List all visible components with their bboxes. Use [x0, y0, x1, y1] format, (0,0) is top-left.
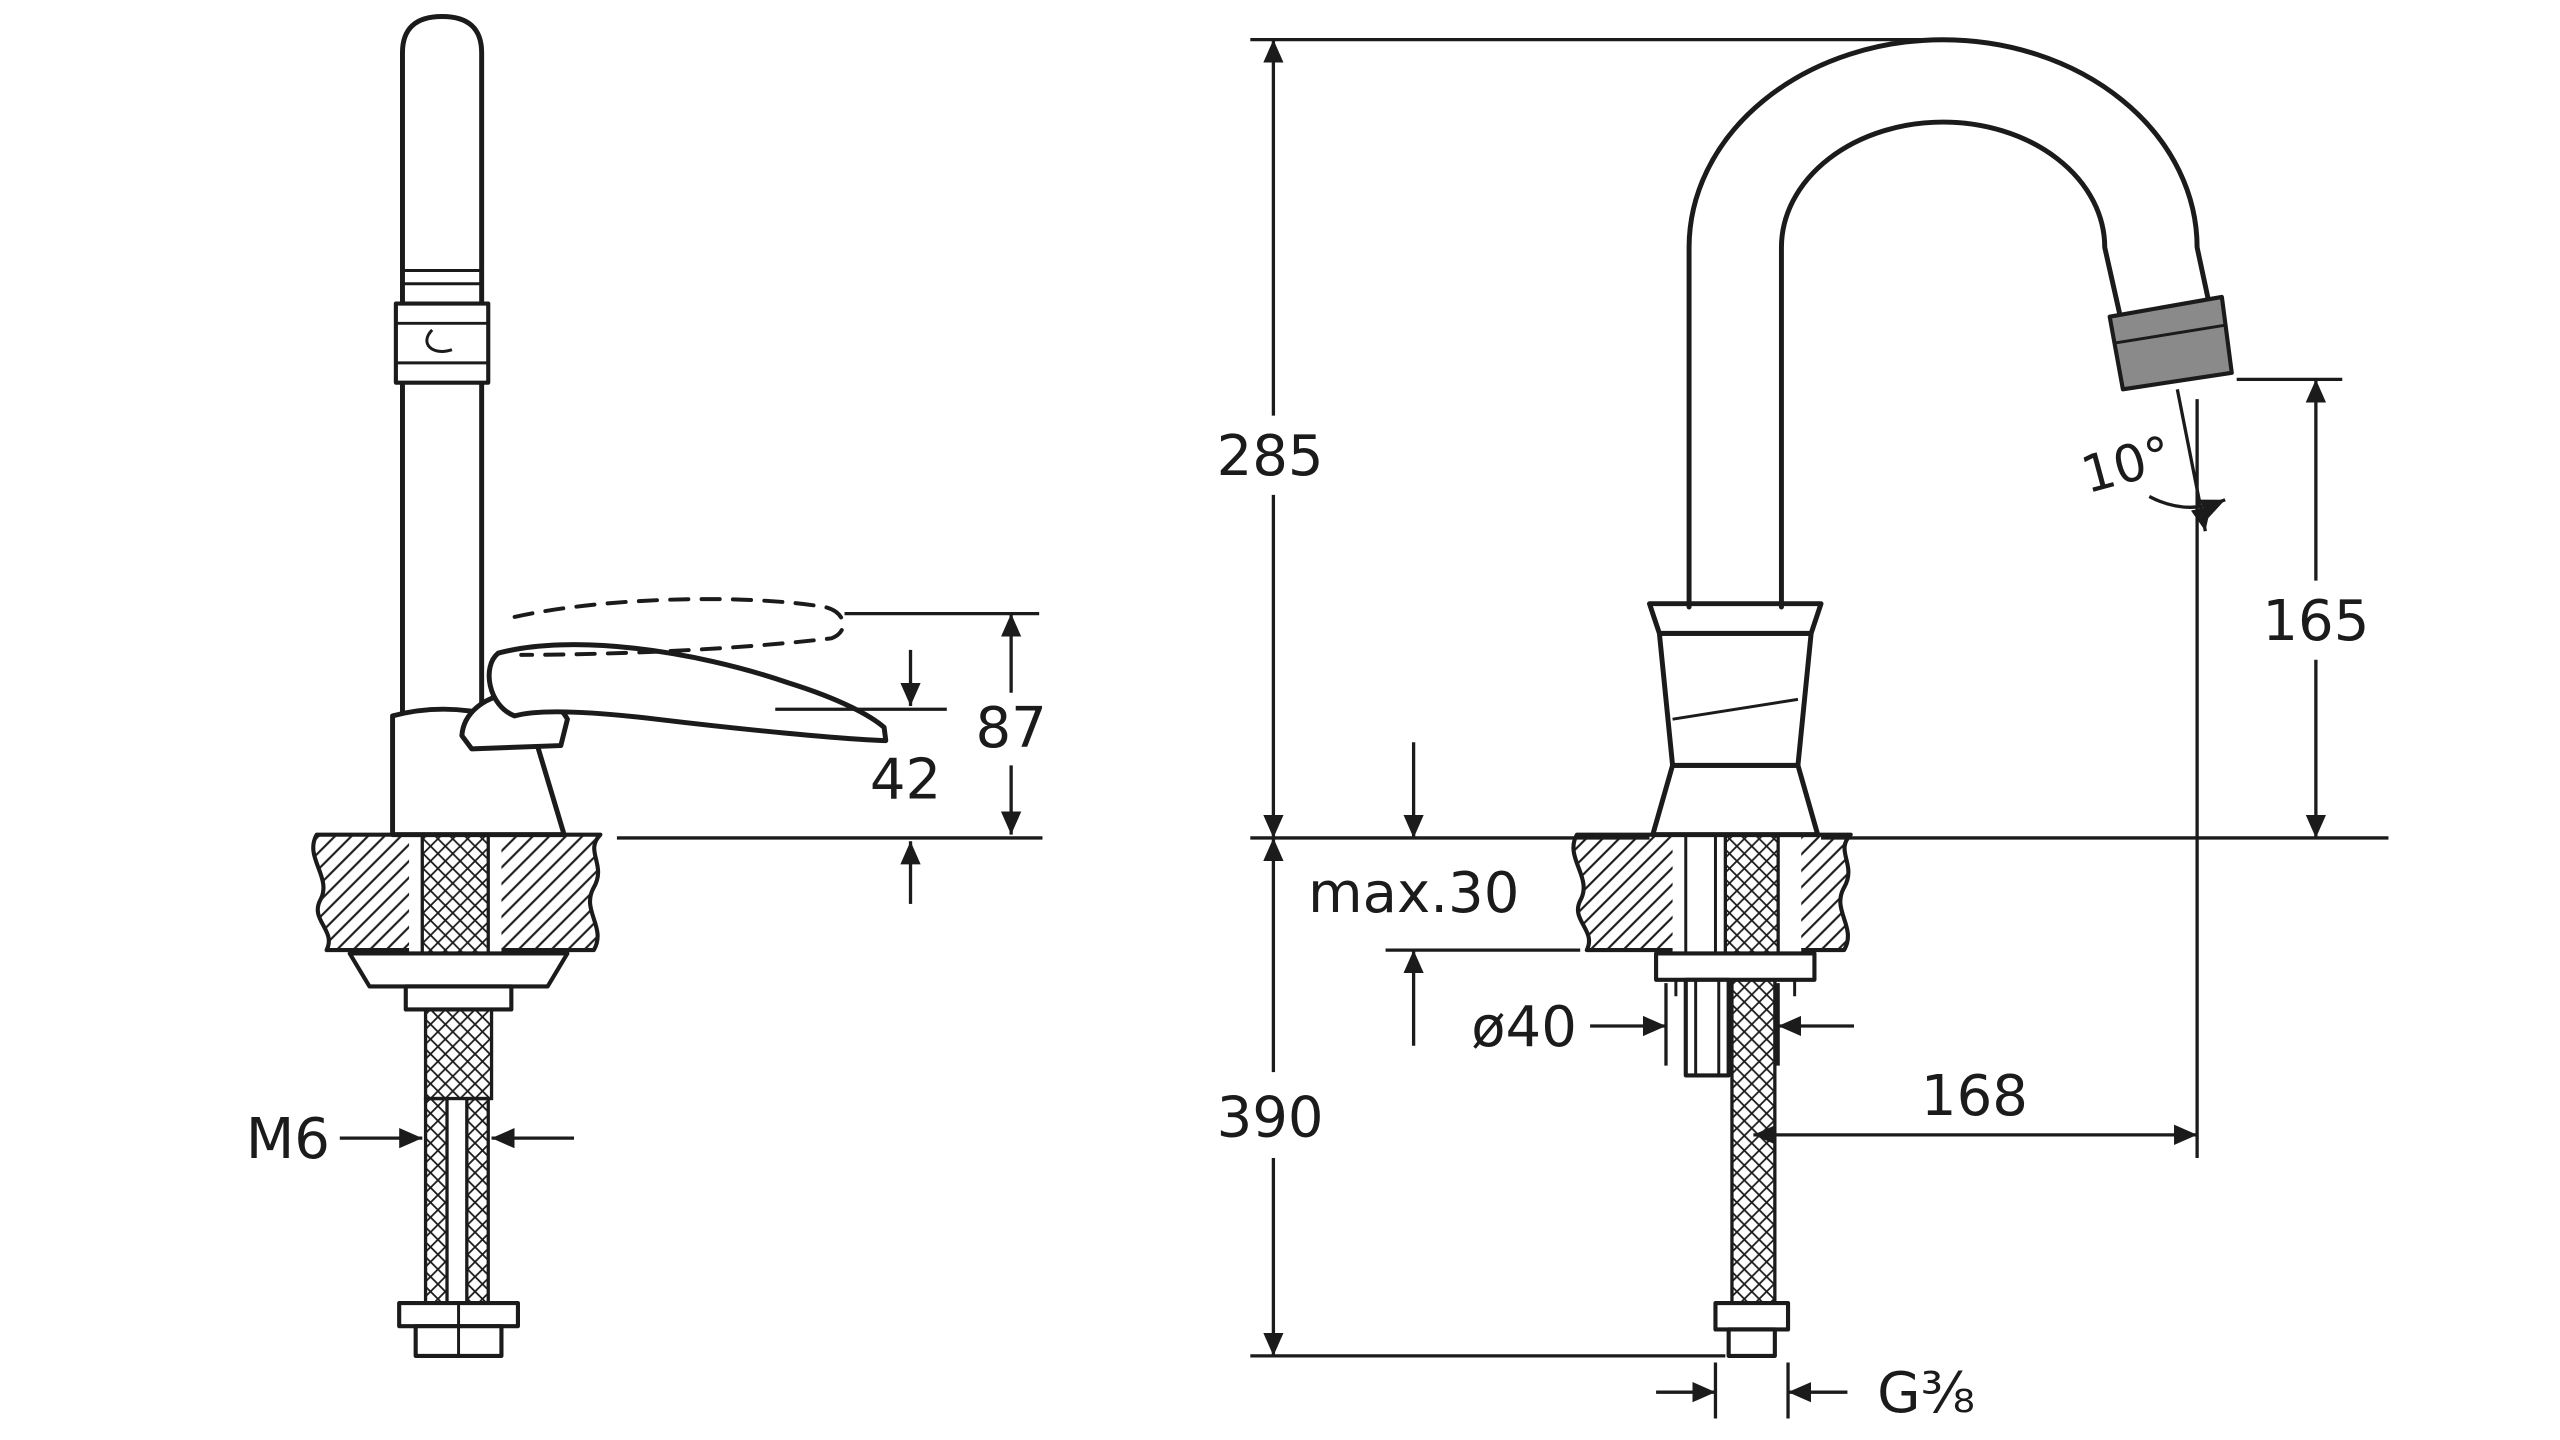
right-faucet-spout: 10° [1686, 37, 2234, 610]
right-flange-tabs [1674, 979, 1797, 997]
left-threaded-shank [420, 828, 490, 957]
left-spout-outline [400, 14, 485, 722]
left-handle-lever [486, 642, 889, 744]
right-body-base [1650, 762, 1821, 838]
flow-direction-line [2175, 388, 2211, 532]
right-dimensions: 285 390 165 max.30 ø40 168 G⅜ [1217, 37, 2389, 1426]
left-hose-1 [423, 1096, 449, 1305]
right-faucet-body [1647, 601, 1824, 838]
dim-42-label: 42 [870, 747, 941, 812]
dim-87-label: 87 [975, 696, 1046, 761]
right-hose [1730, 978, 1777, 1305]
left-spout-collar [393, 301, 491, 385]
dim-max30-label: max.30 [1308, 861, 1519, 926]
right-aerator [2107, 294, 2234, 392]
right-body-mid [1656, 630, 1814, 768]
right-spout-inner-edge [1778, 119, 2123, 610]
right-aerator-band-line [2114, 323, 2228, 345]
left-faucet-spout [393, 14, 491, 722]
left-view: 87 42 M6 [246, 14, 1047, 1358]
left-washer-step [403, 984, 514, 1012]
left-washer [347, 951, 570, 989]
left-faucet-body [390, 597, 889, 838]
left-collar-lines [395, 321, 489, 365]
dim-390-label: 390 [1217, 1085, 1324, 1150]
dim-285-label: 285 [1217, 424, 1324, 489]
right-hose-fitting-outer [1713, 1301, 1791, 1332]
dim-168-label: 168 [1921, 1064, 2028, 1129]
right-view: 10° 285 390 165 max.30 ø40 [1217, 37, 2389, 1426]
right-body-collar [1647, 601, 1824, 636]
left-collar-clip [425, 328, 453, 353]
dim-g38-label: G⅜ [1877, 1361, 1975, 1426]
right-threaded-shank [1723, 828, 1780, 957]
dim-dia40-label: ø40 [1471, 995, 1577, 1060]
left-mounting-hardware [347, 951, 570, 1358]
right-mounting-hardware [1654, 951, 1817, 1358]
right-hose-fitting-inner [1726, 1327, 1777, 1358]
left-spout-ring-lines [402, 269, 482, 286]
left-handle-raised-dashed [512, 597, 845, 657]
dim-angle-label: 10° [2075, 425, 2178, 505]
right-body-split-line [1672, 697, 1799, 721]
extension-lines-g38 [1713, 1362, 1790, 1419]
right-flange [1654, 951, 1817, 982]
right-mounting-rod-lines [1684, 831, 1717, 954]
dim-m6-label: M6 [246, 1107, 330, 1172]
dim-165-label: 165 [2262, 589, 2369, 654]
left-dimensions: 87 42 M6 [246, 611, 1047, 1172]
angle-arc [2148, 495, 2226, 519]
right-mounting-block [1683, 977, 1731, 1078]
left-hose-2 [465, 1096, 490, 1305]
right-block-lines [1694, 979, 1721, 1076]
